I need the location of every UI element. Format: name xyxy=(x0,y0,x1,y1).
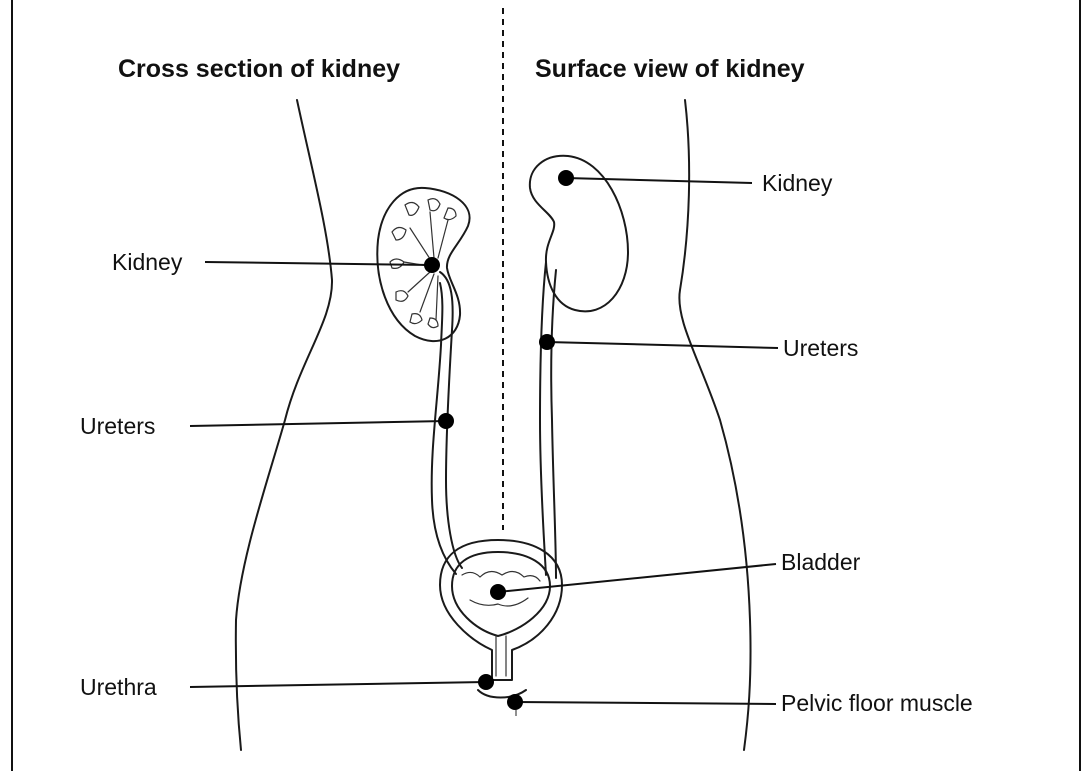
label-kidney-right: Kidney xyxy=(762,170,833,196)
marker-dot-ureters-left xyxy=(438,413,454,429)
leader-kidney-left xyxy=(205,262,432,265)
label-kidney-left: Kidney xyxy=(112,249,183,275)
leader-bladder xyxy=(498,564,776,592)
heading-cross-section: Cross section of kidney xyxy=(118,55,400,83)
marker-dot-bladder xyxy=(490,584,506,600)
label-bladder: Bladder xyxy=(781,549,861,575)
leader-pelvic-floor xyxy=(515,702,776,704)
leader-urethra xyxy=(190,682,486,687)
marker-dot-pelvic-floor xyxy=(507,694,523,710)
marker-dot-kidney-right xyxy=(558,170,574,186)
label-ureters-left: Ureters xyxy=(80,413,155,439)
leader-ureters-left xyxy=(190,421,446,426)
ureter-right-inner xyxy=(551,270,556,578)
marker-dot-ureters-right xyxy=(539,334,555,350)
leader-kidney-right xyxy=(566,178,752,183)
body-outline-right xyxy=(679,100,750,750)
ureter-right-outer xyxy=(540,262,546,575)
marker-dot-kidney-left xyxy=(424,257,440,273)
label-ureters-right: Ureters xyxy=(783,335,858,361)
marker-dot-urethra xyxy=(478,674,494,690)
leader-ureters-right xyxy=(547,342,778,348)
label-urethra: Urethra xyxy=(80,674,157,700)
label-pelvic-floor: Pelvic floor muscle xyxy=(781,690,973,716)
heading-surface-view: Surface view of kidney xyxy=(535,55,805,83)
